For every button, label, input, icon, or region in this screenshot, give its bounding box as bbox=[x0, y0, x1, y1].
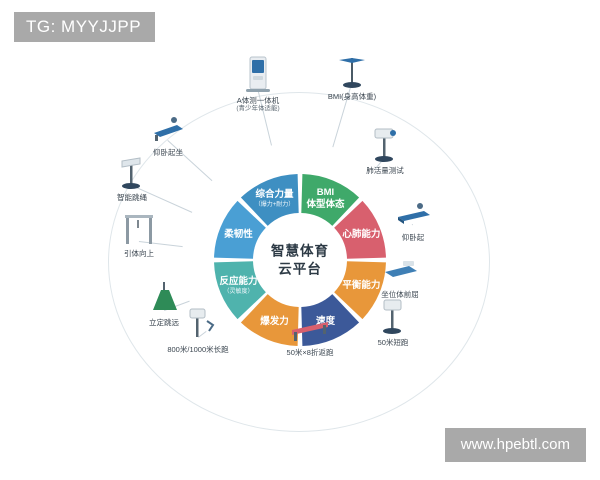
pullup-bar-icon bbox=[125, 215, 153, 244]
tg-watermark-tag: TG: MYYJJPP bbox=[14, 12, 156, 42]
wheel-segment-label2-bmi: 体型体态 bbox=[306, 198, 345, 210]
equipment-title-long-run: 800米/1000米长跑 bbox=[167, 345, 229, 354]
equipment-caption-shuttle-run: 50米×8折返跑 bbox=[268, 348, 352, 357]
equipment-title-shuttle-run: 50米×8折返跑 bbox=[286, 348, 334, 357]
equipment-title-smart-rope: 智能跳绳 bbox=[117, 193, 147, 202]
equipment-caption-sit-and-reach: 坐位体前屈 bbox=[358, 290, 442, 299]
wheel-segment-cardio[interactable] bbox=[334, 200, 386, 259]
hub-title-line2: 云平台 bbox=[278, 261, 322, 277]
equipment-title-sit-and-reach: 坐位体前屈 bbox=[381, 290, 419, 299]
equipment-node-shuttle-run[interactable]: 50米×8折返跑 bbox=[268, 306, 352, 357]
wheel-segment-reaction[interactable] bbox=[214, 261, 266, 320]
wheel-segment-group bbox=[214, 174, 386, 346]
wheel-hub bbox=[255, 215, 345, 305]
equipment-caption-smart-rope: 智能跳绳 bbox=[90, 193, 174, 202]
wheel-segment-speed[interactable] bbox=[301, 294, 360, 346]
equipment-title-sprint-50m: 50米短跑 bbox=[377, 338, 409, 347]
equipment-caption-sprint-50m: 50米短跑 bbox=[351, 338, 435, 347]
spirometer-icon bbox=[374, 128, 396, 162]
timing-gate-icon bbox=[383, 299, 402, 334]
equipment-caption-standing-jump: 立定跳远 bbox=[122, 318, 206, 327]
wheel-segment-label-balance: 平衡能力 bbox=[342, 279, 380, 291]
wheel-segment-label-power: 爆发力 bbox=[260, 315, 289, 327]
equipment-node-standing-jump[interactable]: 立定跳远 bbox=[122, 276, 206, 327]
capability-wheel-svg: 智慧体育 云平台 BMI体型体态心肺能力平衡能力速度爆发力反应能力（灵敏度）柔韧… bbox=[214, 174, 386, 346]
wheel-segment-label-cardio: 心肺能力 bbox=[342, 228, 380, 240]
equipment-title-pullup: 引体向上 bbox=[124, 249, 154, 258]
wheel-segment-bmi[interactable] bbox=[301, 174, 360, 226]
wheel-segment-label-bmi: BMI bbox=[317, 187, 334, 198]
equipment-node-fitness-kiosk[interactable]: A体测一体机(青少年体适能) bbox=[216, 54, 300, 114]
equipment-node-pullup[interactable]: 引体向上 bbox=[97, 207, 181, 258]
wheel-segment-flexibility[interactable] bbox=[214, 200, 266, 259]
wheel-segment-label-strength: 综合力量 bbox=[256, 188, 295, 200]
equipment-subtitle-fitness-kiosk: (青少年体适能) bbox=[236, 105, 280, 113]
equipment-node-sit-and-reach[interactable]: 坐位体前屈 bbox=[358, 248, 442, 299]
equipment-node-situp-left[interactable]: 仰卧起坐 bbox=[126, 106, 210, 157]
equipment-node-situp[interactable]: 仰卧起 bbox=[371, 191, 455, 242]
shuttle-icon bbox=[292, 322, 328, 341]
height-scale-icon bbox=[339, 58, 365, 88]
equipment-title-lung-capacity: 肺活量测试 bbox=[366, 166, 404, 175]
equipment-caption-situp: 仰卧起 bbox=[371, 233, 455, 242]
equipment-node-sprint-50m[interactable]: 50米短跑 bbox=[351, 296, 435, 347]
wheel-segment-balance[interactable] bbox=[334, 261, 386, 320]
equipment-caption-pullup: 引体向上 bbox=[97, 249, 181, 258]
outer-ring-guide bbox=[108, 92, 490, 432]
sit-reach-icon bbox=[385, 261, 417, 277]
site-watermark-tag: www.hpebtl.com bbox=[444, 428, 586, 462]
wheel-segment-sub-reaction: （灵敏度） bbox=[224, 287, 254, 295]
equipment-node-lung-capacity[interactable]: 肺活量测试 bbox=[343, 124, 427, 175]
equipment-node-smart-rope[interactable]: 智能跳绳 bbox=[90, 151, 174, 202]
equipment-caption-situp-left: 仰卧起坐 bbox=[126, 148, 210, 157]
runner-timer-icon bbox=[189, 308, 215, 337]
wheel-segment-sub-strength: （爆力+耐力） bbox=[255, 200, 295, 208]
kiosk-icon bbox=[246, 56, 270, 92]
hub-title-line1: 智慧体育 bbox=[271, 243, 329, 259]
situp-board-icon bbox=[154, 117, 183, 141]
equipment-caption-fitness-kiosk: A体测一体机(青少年体适能) bbox=[216, 96, 300, 114]
equipment-caption-long-run: 800米/1000米长跑 bbox=[156, 345, 240, 354]
equipment-caption-lung-capacity: 肺活量测试 bbox=[343, 166, 427, 175]
equipment-caption-bmi-scale: BMI(身高体重) bbox=[310, 92, 394, 101]
equipment-title-bmi-scale: BMI(身高体重) bbox=[327, 92, 377, 101]
wheel-segment-label-reaction: 反应能力 bbox=[220, 275, 258, 287]
equipment-title-standing-jump: 立定跳远 bbox=[149, 318, 179, 327]
jump-mat-icon bbox=[153, 282, 177, 310]
situp-mat-icon bbox=[398, 203, 430, 224]
wheel-segment-label-flexibility: 柔韧性 bbox=[223, 228, 253, 240]
equipment-node-bmi-scale[interactable]: BMI(身高体重) bbox=[310, 50, 394, 101]
equipment-node-long-run[interactable]: 800米/1000米长跑 bbox=[156, 303, 240, 354]
jump-rope-icon bbox=[121, 157, 141, 189]
wheel-segment-strength[interactable] bbox=[240, 174, 299, 226]
wheel-segment-power[interactable] bbox=[240, 294, 299, 346]
equipment-title-situp-left: 仰卧起坐 bbox=[153, 148, 183, 157]
equipment-title-fitness-kiosk: A体测一体机 bbox=[236, 96, 280, 105]
equipment-title-situp: 仰卧起 bbox=[401, 233, 425, 242]
